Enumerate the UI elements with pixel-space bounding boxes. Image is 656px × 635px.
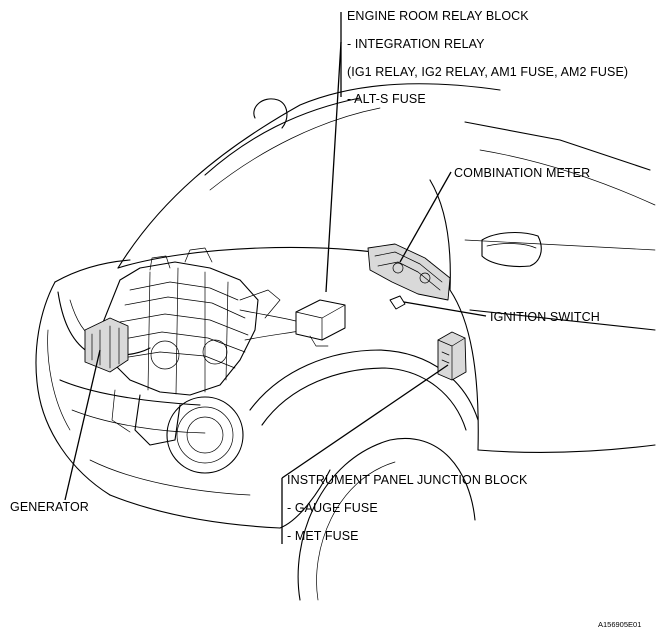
engine-room-relay-block-label: ENGINE ROOM RELAY BLOCK <box>347 9 529 23</box>
engine-room-relay-block <box>295 299 346 347</box>
instrument-panel-junction-block <box>437 331 467 381</box>
gauge-fuse-label: - GAUGE FUSE <box>287 501 378 515</box>
generator <box>84 317 129 373</box>
figure-code: A156905E01 <box>598 620 642 629</box>
ignition-switch-label: IGNITION SWITCH <box>490 310 600 324</box>
engine-assembly <box>99 247 306 446</box>
alt-s-fuse-label: - ALT-S FUSE <box>347 92 426 106</box>
generator-label: GENERATOR <box>10 500 89 514</box>
instrument-panel-junction-block-label: INSTRUMENT PANEL JUNCTION BLOCK <box>287 473 528 487</box>
combination-meter <box>367 243 451 301</box>
body-outline <box>35 83 656 601</box>
relay-fuse-list-label: (IG1 RELAY, IG2 RELAY, AM1 FUSE, AM2 FUS… <box>347 65 629 79</box>
integration-relay-label: - INTEGRATION RELAY <box>347 37 485 51</box>
ignition-switch <box>389 295 406 310</box>
leader-lines <box>64 12 487 544</box>
combination-meter-label: COMBINATION METER <box>454 166 591 180</box>
met-fuse-label: - MET FUSE <box>287 529 359 543</box>
